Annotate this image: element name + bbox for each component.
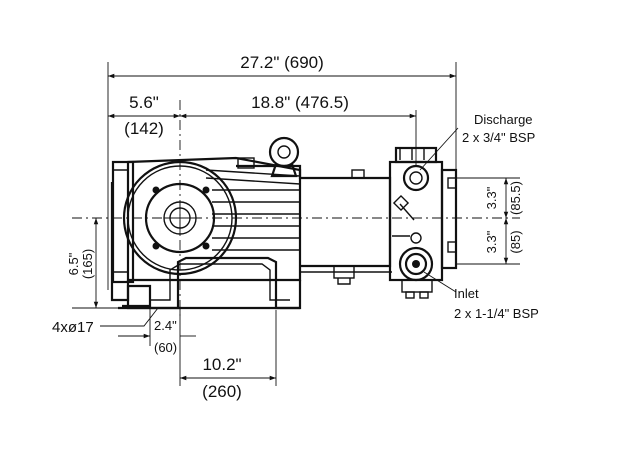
shaft-height-mm-label: (165) <box>80 249 95 279</box>
upper-port-offset-inch-label: 3.3" <box>484 186 499 209</box>
left-offset-inch-label: 5.6" <box>129 93 159 112</box>
hole-spacing-inch-label: 2.4" <box>154 318 177 333</box>
inlet-title: Inlet <box>454 286 479 301</box>
left-offset-mm-label: (142) <box>124 119 164 138</box>
upper-port-offset-mm-label: (85.5) <box>508 181 523 215</box>
lower-port-offset-inch-label: 3.3" <box>484 230 499 253</box>
port-callouts: Discharge 2 x 3/4" BSP Inlet 2 x 1-1/4" … <box>454 112 539 321</box>
dimension-labels: 27.2" (690) 5.6" (142) 18.8" (476.5) 6.5… <box>52 53 523 401</box>
discharge-size: 2 x 3/4" BSP <box>462 130 535 145</box>
overall-length-label: 27.2" (690) <box>240 53 324 72</box>
shaft-height-inch-label: 6.5" <box>66 252 81 275</box>
discharge-title: Discharge <box>474 112 533 127</box>
dimension-lines <box>72 62 520 386</box>
centre-lines <box>72 100 520 320</box>
mount-holes-label: 4xø17 <box>52 319 94 336</box>
shaft-to-end-label: 18.8" (476.5) <box>251 93 349 112</box>
hole-spacing-mm-label: (60) <box>154 340 177 355</box>
lower-port-offset-mm-label: (85) <box>508 230 523 253</box>
inlet-size: 2 x 1-1/4" BSP <box>454 306 539 321</box>
pump-outline <box>110 136 458 310</box>
base-length-mm-label: (260) <box>202 382 242 401</box>
base-length-inch-label: 10.2" <box>202 355 241 374</box>
